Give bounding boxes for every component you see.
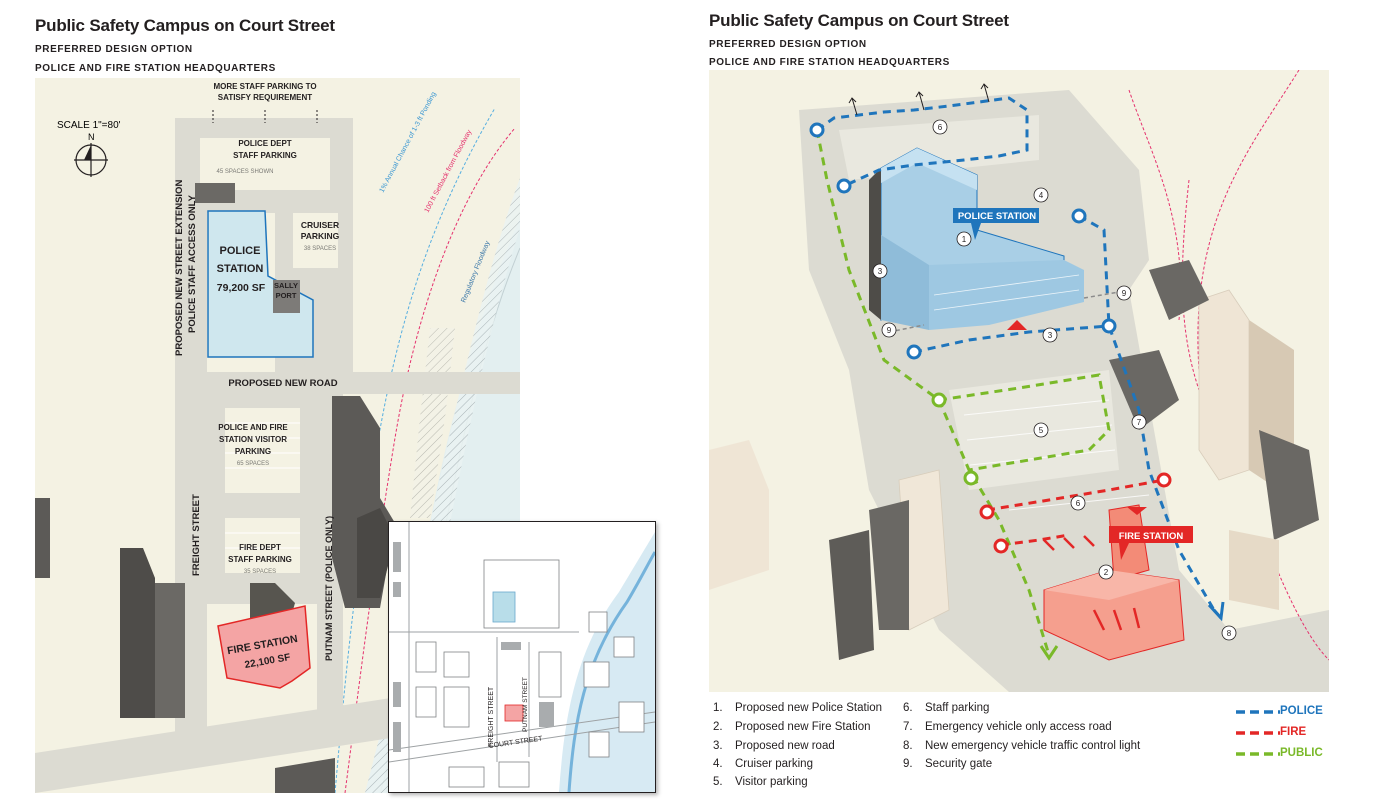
route-key-swatches <box>1236 710 1280 756</box>
key-public: PUBLIC <box>1280 747 1323 759</box>
legend-item-7: 7.Emergency vehicle only access road <box>903 721 1112 733</box>
scale-label: SCALE 1"=80' <box>57 120 121 131</box>
police-staff-parking-2: STAFF PARKING <box>233 151 297 160</box>
svg-text:3: 3 <box>1048 331 1053 340</box>
fire-staff-spaces: 35 SPACES <box>244 569 276 575</box>
marker-2: 2 <box>1098 564 1114 580</box>
north-arrow-icon <box>74 143 108 177</box>
marker-9-right: 9 <box>1116 285 1132 301</box>
police-station-tag: POLICE STATION <box>958 211 1036 222</box>
marker-9-left: 9 <box>881 322 897 338</box>
police-staff-parking-1: POLICE DEPT <box>238 139 291 148</box>
police-station-label-1: POLICE <box>220 245 261 257</box>
legend-item-9: 9.Security gate <box>903 758 993 770</box>
legend-item-1: 1.Proposed new Police Station <box>713 702 883 714</box>
fire-station-tag: FIRE STATION <box>1119 531 1184 542</box>
left-subtitle-1: PREFERRED DESIGN OPTION <box>35 44 193 55</box>
key-police: POLICE <box>1280 705 1323 717</box>
svg-text:4: 4 <box>1039 191 1044 200</box>
svg-text:6: 6 <box>938 123 943 132</box>
right-title: Public Safety Campus on Court Street <box>709 11 1009 30</box>
legend-item-6: 6.Staff parking <box>903 702 990 714</box>
street-extension-label-2: POLICE STAFF ACCESS ONLY <box>187 194 198 333</box>
right-subtitle-1: PREFERRED DESIGN OPTION <box>709 39 867 50</box>
police-station-label-2: STATION <box>217 263 264 275</box>
marker-3-right: 3 <box>1042 327 1058 343</box>
site-plan-map: SCALE 1"=80' N MORE STAFF PARKING TO SAT… <box>35 78 520 793</box>
north-label: N <box>88 132 95 142</box>
more-parking-label-1: MORE STAFF PARKING TO <box>213 82 316 91</box>
sally-port-2: PORT <box>276 291 297 300</box>
inset-putnam-label: PUTNAM STREET <box>522 677 529 732</box>
svg-text:6: 6 <box>1076 499 1081 508</box>
street-extension-label-1: PROPOSED NEW STREET EXTENSION <box>174 180 185 356</box>
putnam-street-label: PUTNAM STREET (POLICE ONLY) <box>324 516 334 661</box>
key-fire: FIRE <box>1280 726 1307 738</box>
marker-6-top: 6 <box>932 119 948 135</box>
svg-text:8: 8 <box>1227 629 1232 638</box>
legend-item-3: 3.Proposed new road <box>713 740 835 752</box>
fire-staff-parking-1: FIRE DEPT <box>239 543 281 552</box>
cruiser-spaces: 38 SPACES <box>304 246 336 252</box>
cruiser-parking-1: CRUISER <box>301 220 339 230</box>
right-subtitle-2: POLICE AND FIRE STATION HEADQUARTERS <box>709 57 950 68</box>
axonometric-site-view: POLICE STATION FIRE STATION 6 4 1 3 9 9 … <box>709 70 1329 692</box>
svg-text:5: 5 <box>1039 426 1044 435</box>
svg-text:3: 3 <box>878 267 883 276</box>
svg-text:9: 9 <box>1122 289 1127 298</box>
marker-7: 7 <box>1131 414 1147 430</box>
visitor-parking-3: PARKING <box>235 447 271 456</box>
marker-8: 8 <box>1221 625 1237 641</box>
svg-text:1: 1 <box>962 235 967 244</box>
freight-street-label: FREIGHT STREET <box>191 494 202 576</box>
marker-6-bottom: 6 <box>1070 495 1086 511</box>
marker-3-left: 3 <box>872 263 888 279</box>
police-station-sf: 79,200 SF <box>217 282 266 294</box>
legend-item-4: 4.Cruiser parking <box>713 758 813 770</box>
cruiser-parking-2: PARKING <box>301 231 340 241</box>
legend-item-8: 8.New emergency vehicle traffic control … <box>903 740 1141 752</box>
legend-item-2: 2.Proposed new Fire Station <box>713 721 871 733</box>
sally-port-1: SALLY <box>274 281 298 290</box>
marker-1: 1 <box>956 231 972 247</box>
svg-text:2: 2 <box>1104 568 1109 577</box>
fire-staff-parking-2: STAFF PARKING <box>228 555 292 564</box>
visitor-spaces: 65 SPACES <box>237 461 269 467</box>
inset-context-map: FREIGHT STREET PUTNAM STREET COURT STREE… <box>388 521 656 793</box>
new-road-label: PROPOSED NEW ROAD <box>228 378 337 389</box>
left-title: Public Safety Campus on Court Street <box>35 16 335 35</box>
marker-4: 4 <box>1033 187 1049 203</box>
more-parking-label-2: SATISFY REQUIREMENT <box>218 93 312 102</box>
visitor-parking-2: STATION VISITOR <box>219 435 287 444</box>
police-staff-spaces: 45 SPACES SHOWN <box>217 169 274 175</box>
legend-item-5: 5.Visitor parking <box>713 776 808 788</box>
inset-freight-label: FREIGHT STREET <box>488 686 495 747</box>
svg-text:9: 9 <box>887 326 892 335</box>
left-subtitle-2: POLICE AND FIRE STATION HEADQUARTERS <box>35 63 276 74</box>
marker-5: 5 <box>1033 422 1049 438</box>
visitor-parking-1: POLICE AND FIRE <box>218 423 288 432</box>
svg-text:7: 7 <box>1137 418 1142 427</box>
